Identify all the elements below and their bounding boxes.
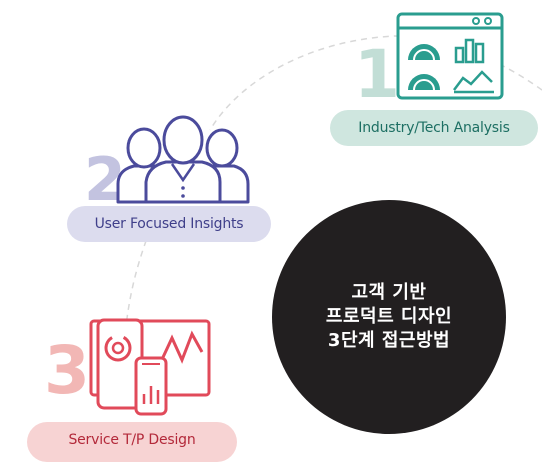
approach-diagram: Industry/Tech Analysis 1 User Focused In… [27, 12, 542, 462]
step-2-label-pill: User Focused Insights [67, 206, 271, 242]
step-1-number: 1 [354, 36, 400, 113]
step-3-label: Service T/P Design [68, 432, 196, 448]
center-line-2: 프로덕트 디자인 [325, 306, 453, 327]
center-line-3: 3단계 접근방법 [327, 330, 451, 351]
device-design-icon [89, 318, 211, 416]
user-group-icon [116, 115, 250, 204]
center-line-1: 고객 기반 [351, 282, 427, 303]
step-2-label: User Focused Insights [94, 216, 244, 232]
step-1-label-pill: Industry/Tech Analysis [330, 110, 538, 146]
analytics-dashboard-icon [396, 12, 504, 100]
center-circle: 고객 기반 프로덕트 디자인 3단계 접근방법 [272, 200, 506, 434]
step-3-number: 3 [44, 332, 90, 409]
step-1-label: Industry/Tech Analysis [358, 120, 510, 136]
step-3-label-pill: Service T/P Design [27, 422, 237, 462]
